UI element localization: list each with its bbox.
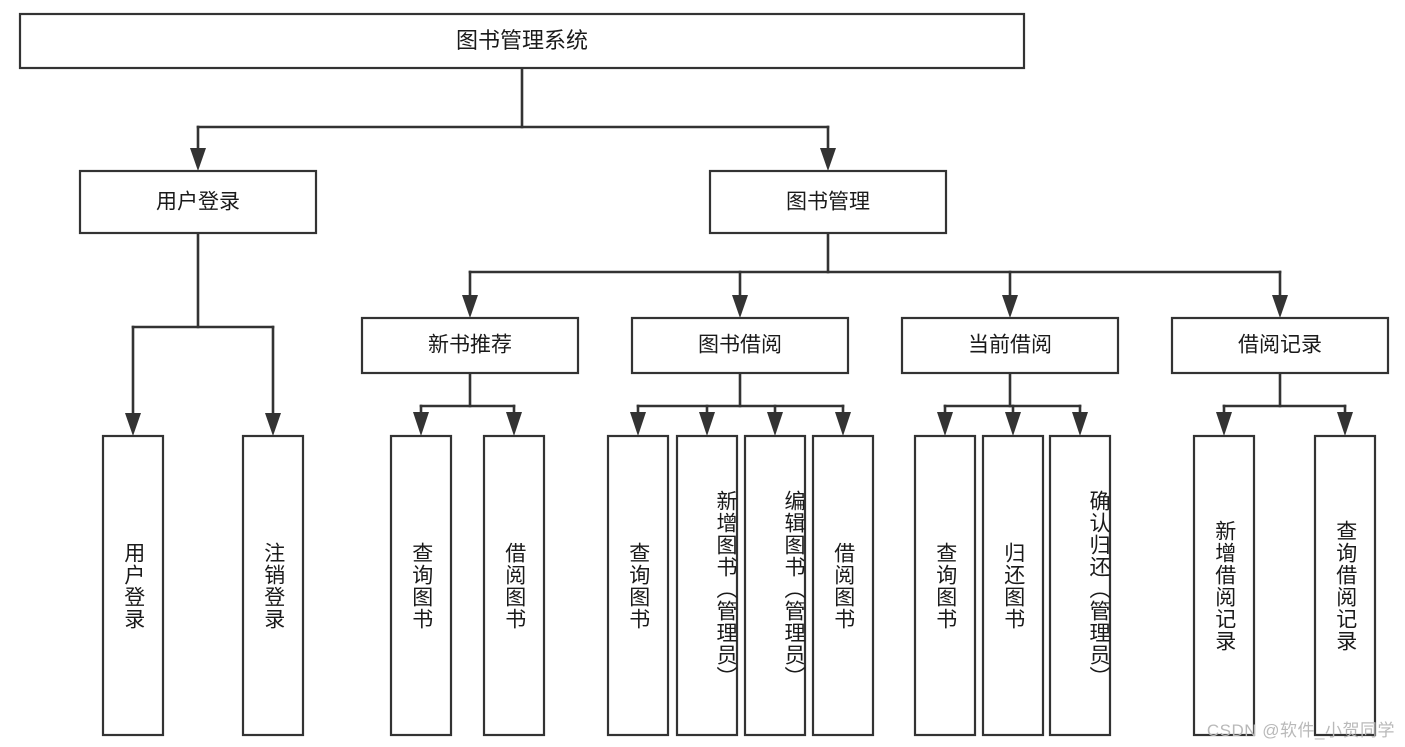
node-book-manage-label: 图书管理: [786, 191, 870, 214]
leaf-box-query-book-brw[interactable]: [606, 434, 670, 737]
leaf-box-logout[interactable]: [241, 434, 305, 737]
leaf-box-borrow-book-brw[interactable]: [811, 434, 875, 737]
arrowhead-layer: [125, 148, 1353, 436]
node-book-borrow-box[interactable]: [630, 316, 850, 375]
node-current-borrow-box[interactable]: [900, 316, 1120, 375]
node-user-login-box[interactable]: [78, 169, 318, 235]
node-new-book-recommend-box[interactable]: [360, 316, 580, 375]
arrowhead-icon-login-2: [265, 413, 281, 436]
node-root-label: 图书管理系统: [456, 28, 588, 53]
arrowhead-icon-manage-4: [1272, 295, 1288, 318]
node-layer: 图书管理系统 用户登录 图书管理 新书推荐 图书借阅 当前借阅 借阅记录: [18, 12, 1390, 737]
arrowhead-icon-login-1: [125, 413, 141, 436]
arrowhead-icon-manage-1: [462, 295, 478, 318]
node-root-box[interactable]: [18, 12, 1026, 70]
arrowhead-icon-g3-2: [1005, 412, 1021, 436]
leaf-box-add-book-admin[interactable]: [675, 434, 739, 737]
node-book-manage-box[interactable]: [708, 169, 948, 235]
arrowhead-icon-g2-1: [630, 412, 646, 436]
arrowhead-icon-g1-2: [506, 412, 522, 436]
leaf-box-edit-book-admin[interactable]: [743, 434, 807, 737]
arrowhead-icon-root-left: [190, 148, 206, 171]
arrowhead-icon-manage-2: [732, 295, 748, 318]
leaf-box-return-book[interactable]: [981, 434, 1045, 737]
arrowhead-icon-g4-1: [1216, 412, 1232, 436]
node-book-borrow-label: 图书借阅: [698, 334, 782, 357]
leaf-box-query-book-rec[interactable]: [389, 434, 453, 737]
arrowhead-icon-root-right: [820, 148, 836, 171]
arrowhead-icon-manage-3: [1002, 295, 1018, 318]
node-current-borrow-label: 当前借阅: [968, 334, 1052, 357]
arrowhead-icon-g4-2: [1337, 412, 1353, 436]
arrowhead-icon-g1-1: [413, 412, 429, 436]
node-user-login-label: 用户登录: [156, 191, 240, 214]
arrowhead-icon-g2-4: [835, 412, 851, 436]
arrowhead-icon-g3-3: [1072, 412, 1088, 436]
node-borrow-record-box[interactable]: [1170, 316, 1390, 375]
leaf-box-query-book-cur[interactable]: [913, 434, 977, 737]
watermark-text: CSDN @软件_小贺同学: [1206, 721, 1395, 740]
node-new-book-recommend-label: 新书推荐: [428, 334, 512, 357]
node-borrow-record-label: 借阅记录: [1238, 334, 1322, 357]
leaf-box-query-record[interactable]: [1313, 434, 1377, 737]
leaf-box-add-record[interactable]: [1192, 434, 1256, 737]
arrowhead-icon-g2-2: [699, 412, 715, 436]
arrowhead-icon-g2-3: [767, 412, 783, 436]
leaf-box-borrow-book-rec[interactable]: [482, 434, 546, 737]
leaf-box-confirm-return[interactable]: [1048, 434, 1112, 737]
leaf-box-user-login[interactable]: [101, 434, 165, 737]
arrowhead-icon-g3-1: [937, 412, 953, 436]
